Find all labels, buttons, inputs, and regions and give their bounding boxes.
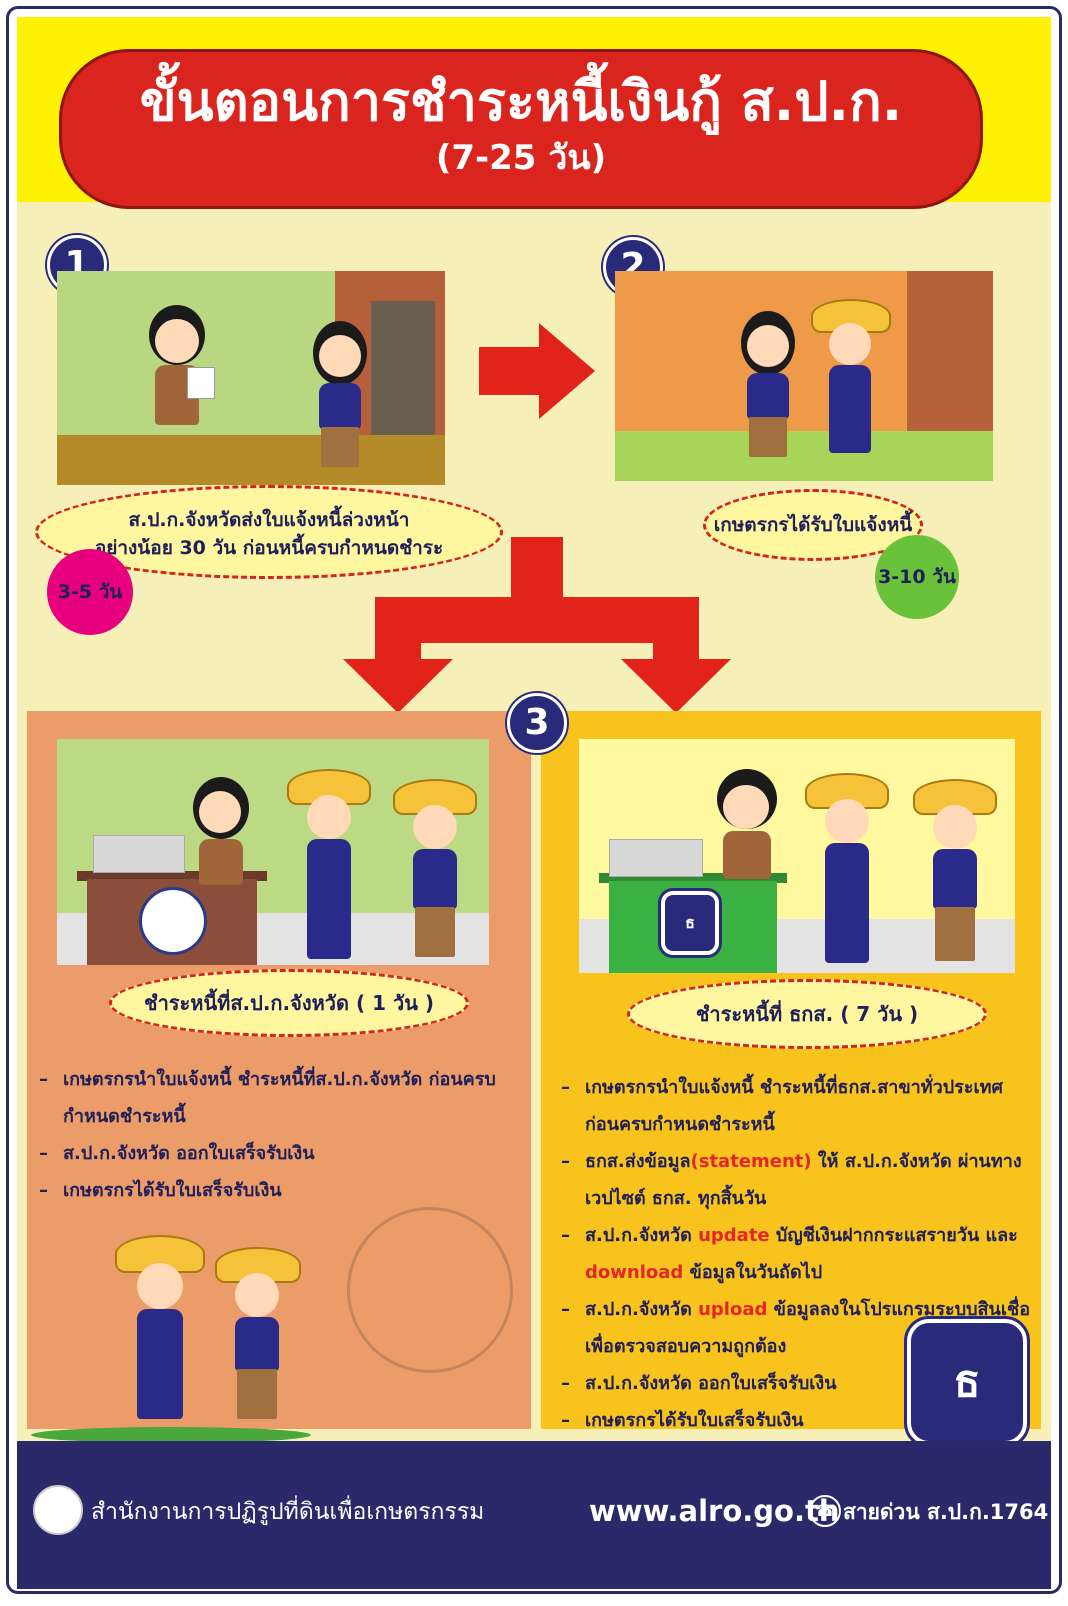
list-item: ส.ป.ก.จังหวัด ออกใบเสร็จรับเงิน <box>561 1365 1031 1402</box>
list-item: ส.ป.ก.จังหวัด update บัญชีเงินฝากกระแสรา… <box>561 1217 1031 1291</box>
alro-payment-caption: ชำระหนี้ที่ส.ป.ก.จังหวัด ( 1 วัน ) <box>109 969 469 1037</box>
list-item: เกษตรกรได้รับใบเสร็จรับเงิน <box>561 1402 1031 1439</box>
farmer-woman-figure <box>393 779 477 965</box>
alro-watermark-seal <box>347 1207 513 1373</box>
poster-body: ขั้นตอนการชำระหนี้เงินกู้ ส.ป.ก. (7-25 ว… <box>17 17 1051 1589</box>
farmer-man-figure <box>805 773 889 969</box>
money-stack-icon <box>93 835 185 873</box>
officer-figure <box>707 769 787 881</box>
step1-illustration <box>57 271 445 485</box>
list-item: ธกส.ส่งข้อมูล(statement) ให้ ส.ป.ก.จังหว… <box>561 1143 1031 1217</box>
document-icon <box>187 367 215 399</box>
farmer-man-figure <box>811 299 891 459</box>
baac-logo-large: ธ <box>907 1319 1027 1445</box>
farmer-woman-figure <box>733 311 803 461</box>
baac-steps-list: เกษตรกรนำใบแจ้งหนี้ ชำระหนี้ที่ธกส.สาขาท… <box>561 1069 1031 1439</box>
door-icon <box>371 301 435 435</box>
list-item: เกษตรกรได้รับใบเสร็จรับเงิน <box>39 1172 509 1209</box>
step2-illustration <box>615 271 993 481</box>
grass-ground <box>31 1427 311 1443</box>
list-item: เกษตรกรนำใบแจ้งหนี้ ชำระหนี้ที่ธกส.สาขาท… <box>561 1069 1031 1143</box>
split-arrow-icon <box>343 537 731 713</box>
baac-logo-icon: ธ <box>661 891 719 955</box>
farmer-man-figure <box>287 769 371 965</box>
footer-org-name: สำนักงานการปฏิรูปที่ดินเพื่อเกษตรกรรม <box>91 1499 485 1525</box>
list-item: เกษตรกรนำใบแจ้งหนี้ ชำระหนี้ที่ส.ป.ก.จัง… <box>39 1061 509 1135</box>
alro-steps-list: เกษตรกรนำใบแจ้งหนี้ ชำระหนี้ที่ส.ป.ก.จัง… <box>39 1061 509 1209</box>
page-title: ขั้นตอนการชำระหนี้เงินกู้ ส.ป.ก. <box>139 70 903 133</box>
footer-hotline: สายด่วน ส.ป.ก.1764 <box>843 1500 1049 1524</box>
alro-office-illustration <box>57 739 489 965</box>
farmer-woman-figure <box>913 779 997 969</box>
farmer-woman-figure <box>305 321 375 471</box>
step2-days-badge: 3-10 วัน <box>875 535 959 619</box>
baac-payment-caption: ชำระหนี้ที่ ธกส. ( 7 วัน ) <box>627 979 987 1049</box>
step-number-3: 3 <box>507 693 567 753</box>
phone-icon: ☎ <box>809 1495 841 1527</box>
alro-seal-icon <box>33 1485 83 1535</box>
footer: สำนักงานการปฏิรูปที่ดินเพื่อเกษตรกรรม ww… <box>17 1441 1051 1589</box>
money-stack-icon <box>609 839 703 877</box>
arrow-right-icon <box>479 323 595 419</box>
step1-days-badge: 3-5 วัน <box>47 549 133 635</box>
farmer-with-hoe-figure <box>115 1235 205 1425</box>
title-banner: ขั้นตอนการชำระหนี้เงินกู้ ส.ป.ก. (7-25 ว… <box>59 49 983 209</box>
baac-office-illustration: ธ <box>579 739 1015 973</box>
officer-figure <box>137 305 217 465</box>
list-item: ส.ป.ก.จังหวัด ออกใบเสร็จรับเงิน <box>39 1135 509 1172</box>
list-item: ส.ป.ก.จังหวัด upload ข้อมูลลงในโปรแกรมระ… <box>561 1291 1031 1365</box>
farmer-woman-figure <box>215 1247 301 1423</box>
poster: ขั้นตอนการชำระหนี้เงินกู้ ส.ป.ก. (7-25 ว… <box>6 6 1062 1594</box>
officer-figure <box>185 777 255 887</box>
footer-website[interactable]: www.alro.go.th <box>589 1494 840 1528</box>
page-subtitle: (7-25 วัน) <box>435 138 607 178</box>
alro-seal-icon <box>139 887 207 955</box>
